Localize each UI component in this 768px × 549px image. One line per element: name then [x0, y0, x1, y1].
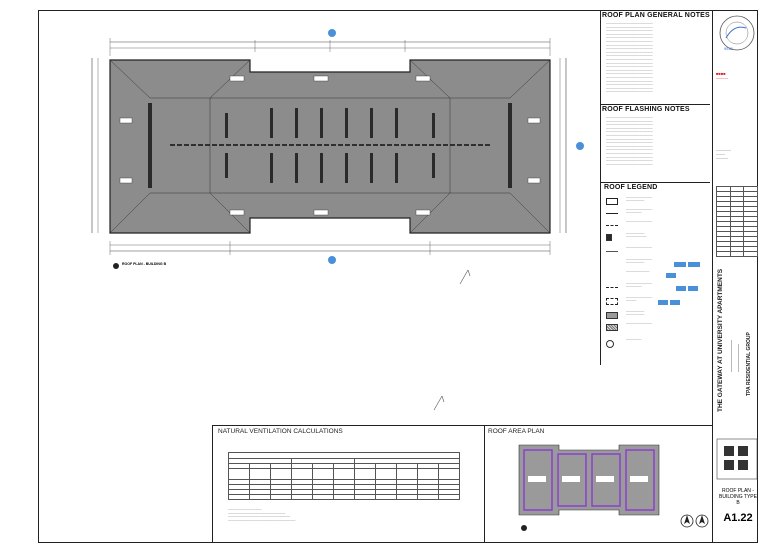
project-address: ———————— — [728, 340, 733, 372]
legend-symbol — [606, 324, 618, 331]
notes-separator — [600, 104, 710, 105]
north-arrow-icon — [459, 269, 471, 285]
legend-item: —————————— — [604, 246, 722, 258]
professional-stamp-icon — [719, 15, 755, 51]
legend-item: —————— — [604, 338, 722, 350]
general-notes-text: —————————————————— —————————————————— ——… — [606, 22, 653, 94]
bottom-panel-top-border — [212, 425, 712, 426]
legend-title: ROOF LEGEND — [604, 184, 658, 191]
ventilation-title: NATURAL VENTILATION CALCULATIONS — [218, 428, 343, 435]
legend-item: ————————————————— — [604, 258, 722, 270]
plan-title-tag: ROOF PLAN - BUILDING B — [112, 262, 172, 270]
roof-area-plan-drawing — [518, 444, 660, 516]
sheet-title-line2: BUILDING TYPE B — [719, 494, 757, 506]
legend-highlight — [688, 262, 700, 267]
legend-symbol — [606, 263, 618, 264]
ventilation-notes: ————————————— —————————————————————— ———… — [228, 508, 296, 522]
project-city: ——————— — [735, 344, 740, 372]
legend-item: ——————————————— — [604, 232, 722, 244]
plan-callout-icon — [113, 263, 119, 269]
notes-divider — [600, 10, 601, 365]
bottom-panel-middle-border — [484, 425, 485, 543]
firm-logo: ■■■■———— — [716, 71, 728, 81]
flashing-notes-text: —————————————————— —————————————————— ——… — [606, 116, 653, 166]
drawing-sheet — [38, 10, 758, 543]
ventilation-table — [228, 452, 460, 500]
legend-item: —————————————— — [604, 310, 722, 322]
stamp-number: 9538 — [724, 46, 733, 51]
plan-title: ROOF PLAN - BUILDING B — [122, 262, 167, 266]
main-roof-plan-drawing — [91, 29, 584, 264]
north-arrow-icon — [433, 395, 445, 411]
legend-item: —————————— — [604, 322, 722, 334]
legend-highlight — [676, 286, 686, 291]
legend-item: ———————————————— — [604, 208, 722, 220]
sheet-number: A1.22 — [723, 512, 753, 524]
roof-area-callout-icon — [521, 525, 527, 531]
legend-highlight — [674, 262, 686, 267]
sheet-title-line1: ROOF PLAN - — [722, 488, 754, 494]
general-notes-title: ROOF PLAN GENERAL NOTES — [602, 12, 710, 19]
project-name: THE GATEWAY AT UNIVERSITY APARTMENTS — [717, 268, 724, 412]
legend-highlight — [670, 300, 680, 305]
firm-address: ———————————— — [716, 148, 731, 160]
north-arrow-icon — [680, 514, 709, 528]
legend-highlight — [666, 273, 676, 278]
legend-item: —————————————— — [604, 296, 722, 308]
sheet-title: ROOF PLAN - BUILDING TYPE B — [718, 488, 758, 506]
firm-name: TPA RESIDENTIAL GROUP — [746, 332, 752, 396]
legend-item: ————————— — [604, 270, 722, 282]
bottom-panel-left-border — [212, 425, 213, 543]
legend-symbol — [606, 287, 618, 294]
legend-symbol — [606, 298, 618, 305]
roof-legend: ————————————————— ———————————————— —————… — [604, 196, 722, 360]
legend-item: —————————— — [604, 220, 722, 232]
legend-symbol — [606, 198, 618, 205]
legend-item: ————————————————— — [604, 196, 722, 208]
key-plan-drawing — [716, 438, 758, 480]
legend-symbol — [606, 234, 612, 241]
revision-table — [716, 186, 758, 257]
legend-highlight — [658, 300, 668, 305]
legend-symbol — [606, 213, 618, 214]
section-marker-icon — [328, 29, 584, 264]
flashing-notes-title: ROOF FLASHING NOTES — [602, 106, 690, 113]
legend-item: ———————————————— — [604, 282, 722, 294]
legend-symbol — [606, 251, 618, 252]
legend-symbol — [606, 312, 618, 319]
roof-area-title: ROOF AREA PLAN — [488, 428, 545, 435]
legend-symbol — [606, 225, 618, 226]
legend-symbol — [606, 340, 614, 348]
notes-separator — [600, 182, 710, 183]
legend-symbol — [606, 275, 618, 282]
legend-highlight — [688, 286, 698, 291]
title-block-divider — [712, 10, 713, 543]
